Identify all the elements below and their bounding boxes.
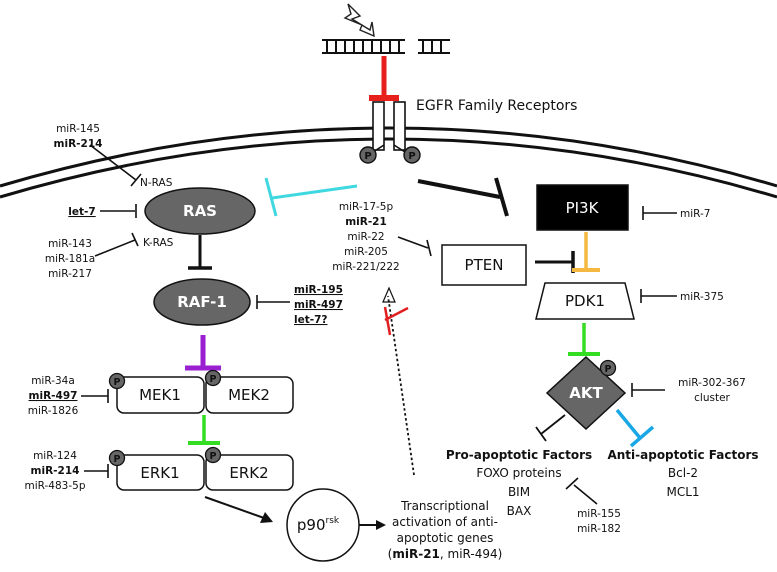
n-ras-label: N-RAS bbox=[140, 177, 173, 189]
mirna-label: miR-221/222 bbox=[332, 261, 399, 273]
svg-text:P: P bbox=[210, 374, 217, 385]
pro-apoptotic-title: Pro-apoptotic Factors bbox=[446, 448, 592, 462]
svg-text:P: P bbox=[114, 454, 121, 465]
svg-text:P: P bbox=[408, 151, 415, 162]
phospho-marker: P bbox=[108, 372, 126, 390]
raf1-label: RAF-1 bbox=[177, 293, 227, 311]
svg-text:P: P bbox=[114, 377, 121, 388]
mirna-label: miR-34a bbox=[31, 375, 75, 387]
pi3k-node bbox=[536, 184, 629, 231]
mirna-label: miR-21 bbox=[345, 216, 387, 228]
mirna-label: miR-214 bbox=[54, 138, 103, 150]
pro-apoptotic-item: BAX bbox=[507, 504, 532, 518]
anti-apoptotic-title: Anti-apoptotic Factors bbox=[607, 448, 758, 462]
membrane-inner bbox=[0, 137, 777, 199]
mek2-label: MEK2 bbox=[228, 386, 270, 404]
mirna-label: miR-181a bbox=[45, 253, 95, 265]
pdk1-label: PDK1 bbox=[565, 292, 605, 310]
inhibition-arrow bbox=[397, 236, 429, 249]
svg-text:P: P bbox=[605, 364, 612, 375]
mirna-label: miR-497 bbox=[29, 390, 78, 402]
mirna-label: miR-1826 bbox=[28, 405, 79, 417]
mirna-label: miR-143 bbox=[48, 238, 92, 250]
transcription-label: apoptotic genes bbox=[397, 531, 494, 545]
erk2-label: ERK2 bbox=[229, 464, 268, 482]
ligand-ladder-right bbox=[418, 39, 450, 54]
transcription-label: activation of anti- bbox=[392, 515, 498, 529]
mirna-label: miR-17-5p bbox=[339, 201, 394, 213]
red-inhibition-stem bbox=[384, 306, 409, 322]
mirna-label: let-7 bbox=[68, 206, 95, 218]
mirna-label: miR-195 bbox=[294, 284, 343, 296]
k-ras-label: K-RAS bbox=[143, 237, 174, 249]
pten-label: PTEN bbox=[465, 256, 504, 274]
lightning-bolt-icon bbox=[343, 3, 375, 38]
mirna-label: miR-214 bbox=[31, 465, 80, 477]
mek1-node bbox=[116, 376, 205, 414]
mirna-label: miR-483-5p bbox=[25, 480, 86, 492]
ras-label: RAS bbox=[183, 202, 217, 220]
cyan-inhibition-stem bbox=[271, 184, 358, 200]
pi3k-label: PI3K bbox=[566, 199, 600, 217]
mirna-label: miR-497 bbox=[294, 299, 343, 311]
mirna-label: miR-302-367 bbox=[678, 377, 746, 389]
inhibition-arrow bbox=[417, 179, 501, 199]
inhibition-arrow bbox=[573, 484, 598, 505]
mirna-label: miR-375 bbox=[680, 291, 724, 303]
ras-node bbox=[144, 187, 256, 235]
phospho-marker: P bbox=[108, 449, 126, 467]
pdk1-node bbox=[535, 282, 635, 320]
phospho-marker: P bbox=[359, 146, 377, 164]
akt-label: AKT bbox=[569, 384, 603, 402]
membrane-outer bbox=[0, 126, 777, 188]
raf1-node bbox=[153, 278, 251, 326]
ligand-ladder-left bbox=[322, 39, 405, 54]
mirna-label: miR-22 bbox=[347, 231, 384, 243]
transcription-mirna-label: (miR-21, miR-494) bbox=[388, 547, 503, 561]
anti-apoptotic-item: MCL1 bbox=[666, 485, 699, 499]
mek1-label: MEK1 bbox=[139, 386, 181, 404]
mirna-label: miR-7 bbox=[680, 208, 711, 220]
p90rsk-label: p90rsk bbox=[297, 516, 340, 534]
transcription-label: Transcriptional bbox=[400, 499, 489, 513]
phospho-marker: P bbox=[403, 146, 421, 164]
receptor-label: EGFR Family Receptors bbox=[416, 98, 577, 114]
svg-text:P: P bbox=[210, 451, 217, 462]
phospho-marker: P bbox=[204, 446, 222, 464]
inhibition-arrow bbox=[94, 239, 136, 257]
erk1-label: ERK1 bbox=[140, 464, 179, 482]
feedback-dotted-line bbox=[387, 295, 415, 476]
erk2-node bbox=[205, 454, 294, 491]
triangle-marker bbox=[382, 286, 396, 303]
phospho-marker: P bbox=[599, 359, 617, 377]
receptor-left-domain bbox=[372, 101, 385, 151]
mirna-label: miR-182 bbox=[577, 523, 621, 535]
erk1-node bbox=[116, 454, 205, 491]
mirna-label: miR-124 bbox=[33, 450, 77, 462]
mirna-label: cluster bbox=[694, 392, 730, 404]
phospho-marker: P bbox=[204, 369, 222, 387]
receptor-right-domain bbox=[393, 101, 406, 151]
blue-arrow-stem bbox=[615, 408, 642, 440]
pten-node bbox=[441, 244, 527, 286]
inhibition-arrow bbox=[89, 144, 137, 181]
anti-apoptotic-item: Bcl-2 bbox=[668, 466, 698, 480]
pro-apoptotic-item: BIM bbox=[508, 485, 530, 499]
mirna-label: miR-205 bbox=[344, 246, 388, 258]
pro-apoptotic-item: FOXO proteins bbox=[476, 466, 561, 480]
activation-arrow bbox=[204, 496, 265, 519]
mek2-node bbox=[205, 376, 294, 414]
inhibition-arrow bbox=[540, 414, 566, 435]
mirna-label: miR-155 bbox=[577, 508, 621, 520]
mirna-label: miR-145 bbox=[56, 123, 100, 135]
mirna-label: miR-217 bbox=[48, 268, 92, 280]
mirna-label: let-7? bbox=[294, 314, 328, 326]
svg-text:P: P bbox=[364, 151, 371, 162]
